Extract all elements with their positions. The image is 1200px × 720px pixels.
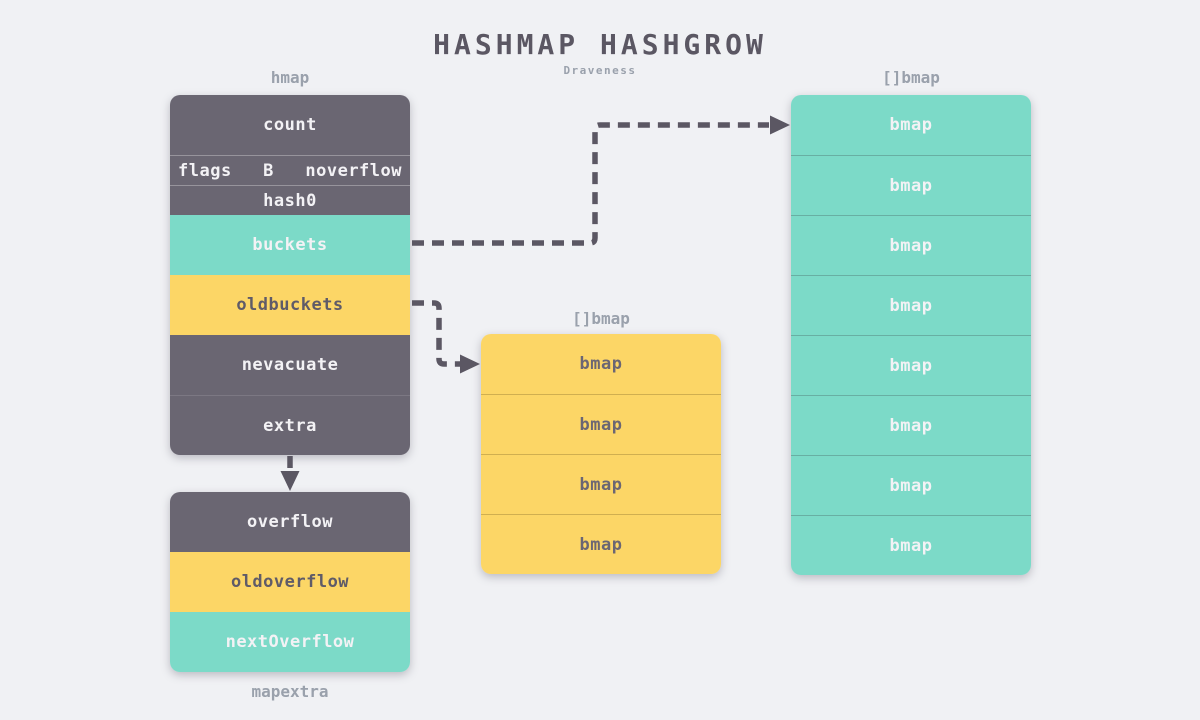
hmap-row-nevacuate: nevacuate — [170, 335, 410, 395]
hmap-cell-noverflow: noverflow — [305, 160, 402, 181]
hmap-struct: count flags B noverflow hash0 buckets ol… — [170, 95, 410, 455]
mapextra-label: mapextra — [251, 682, 329, 701]
mapextra-row-nextoverflow: nextOverflow — [170, 612, 410, 672]
bmap-cell: bmap — [791, 275, 1031, 335]
buckets-array-label: []bmap — [882, 68, 940, 87]
bmap-cell: bmap — [481, 334, 721, 394]
bmap-cell: bmap — [791, 155, 1031, 215]
buckets-arrow — [412, 115, 790, 246]
diagram-title: HASHMAP HASHGROW — [433, 28, 767, 61]
bmap-cell: bmap — [791, 335, 1031, 395]
hmap-row-buckets: buckets — [170, 215, 410, 275]
buckets-array: bmap bmap bmap bmap bmap bmap bmap bmap — [791, 95, 1031, 575]
oldbuckets-arrow — [412, 300, 480, 374]
diagram-subtitle: Draveness — [563, 64, 637, 77]
oldbuckets-array: bmap bmap bmap bmap — [481, 334, 721, 574]
bmap-cell: bmap — [481, 514, 721, 574]
hmap-cell-b: B — [263, 160, 274, 181]
hmap-row-extra: extra — [170, 395, 410, 455]
bmap-cell: bmap — [791, 515, 1031, 575]
extra-arrow — [280, 456, 300, 491]
bmap-cell: bmap — [791, 395, 1031, 455]
bmap-cell: bmap — [481, 394, 721, 454]
hmap-row-flags-b-noverflow: flags B noverflow — [170, 155, 410, 185]
hmap-row-oldbuckets: oldbuckets — [170, 275, 410, 335]
mapextra-struct: overflow oldoverflow nextOverflow — [170, 492, 410, 672]
bmap-cell: bmap — [791, 95, 1031, 155]
bmap-cell: bmap — [791, 455, 1031, 515]
mapextra-row-overflow: overflow — [170, 492, 410, 552]
hmap-row-count: count — [170, 95, 410, 155]
mapextra-row-oldoverflow: oldoverflow — [170, 552, 410, 612]
bmap-cell: bmap — [791, 215, 1031, 275]
hmap-cell-flags: flags — [178, 160, 232, 181]
bmap-cell: bmap — [481, 454, 721, 514]
hmap-row-hash0: hash0 — [170, 185, 410, 215]
oldbuckets-array-label: []bmap — [572, 309, 630, 328]
hmap-label: hmap — [270, 68, 310, 87]
